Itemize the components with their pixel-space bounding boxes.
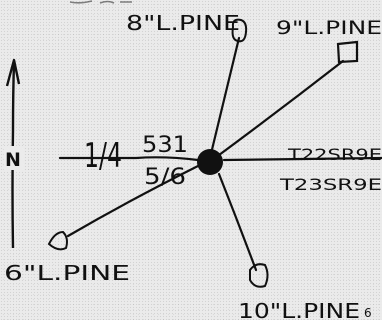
tree-sw-label: 6"L.PINE (4, 261, 130, 285)
tree-s-icon (249, 263, 269, 288)
tree-nw-icon (231, 18, 248, 43)
township-bottom-label: T23SR9E (279, 175, 382, 194)
tree-ne-icon (336, 40, 359, 64)
township-top-label: T22SR9E (287, 145, 382, 164)
bearing-lines (58, 36, 382, 272)
quarter-label: 1/4 (84, 136, 122, 176)
north-arrow (4, 58, 24, 249)
tree-ne-label: 9"L.PINE (276, 17, 382, 39)
tree-s-label: 10"L.PINE (238, 299, 360, 320)
bearing-line-s (217, 172, 258, 272)
bearing-line-nw (207, 36, 241, 164)
bearing-line-sw (66, 164, 200, 238)
tree-nw-label: 8"L.PINE (126, 11, 240, 35)
section-line-east (222, 156, 382, 162)
bearing-line-ne (213, 59, 345, 160)
section-top-label: 531 (142, 133, 188, 158)
section-line-west (58, 156, 200, 162)
tree-sw-icon (47, 230, 68, 251)
corner-marker (197, 149, 223, 175)
tree-s-suffix: 6 (364, 306, 372, 320)
north-label: N (5, 149, 21, 171)
section-bottom-label: 5/6 (144, 165, 186, 190)
cropped-header-scribble (69, 0, 132, 4)
